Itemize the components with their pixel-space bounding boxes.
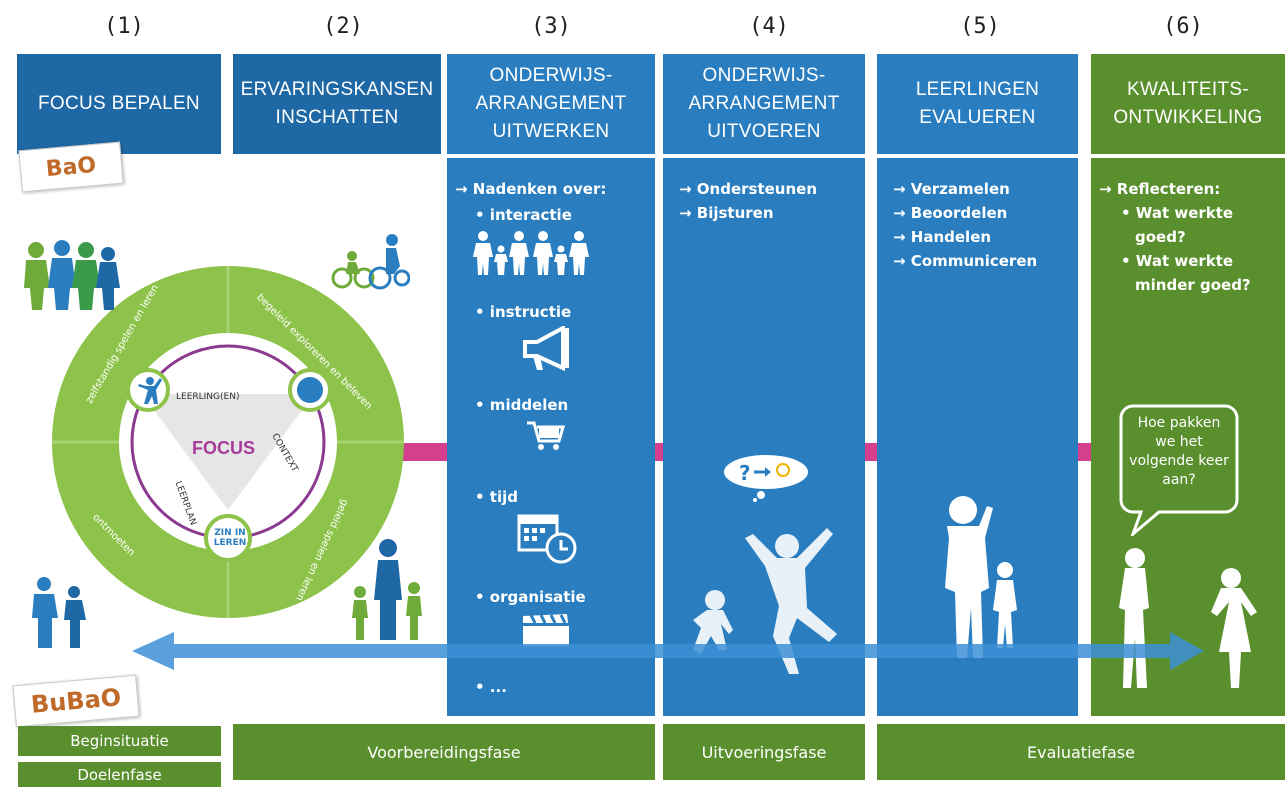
phase-voorbereidingsfase: Voorbereidingsfase	[233, 724, 655, 780]
child-jumping-icon	[138, 377, 162, 404]
col3-item-etc: • ...	[475, 678, 507, 696]
teacher-child-silhouette	[945, 496, 1017, 658]
connector-2	[655, 443, 663, 461]
phase-uitvoeringsfase: Uitvoeringsfase	[663, 724, 865, 780]
megaphone-icon	[523, 326, 569, 372]
phase-doelenfase: Doelenfase	[18, 762, 221, 787]
two-children-icon	[32, 577, 86, 648]
calendar-clock-icon	[517, 514, 577, 564]
col6-item-2b: minder goed?	[1135, 276, 1251, 294]
connector-4	[1078, 443, 1091, 461]
bubao-logo: BuBaO	[12, 674, 140, 728]
col5-item-beoordelen: → Beoordelen	[893, 204, 1008, 222]
phase-beginsituatie: Beginsituatie	[18, 726, 221, 756]
column-kwaliteitsontwikkeling: → Reflecteren: • Wat werkte goed? • Wat …	[1091, 158, 1285, 716]
col6-item-2a: • Wat werkte	[1121, 252, 1234, 270]
playing-children-silhouette	[693, 528, 837, 674]
column-arrangement-uitvoeren: → Ondersteunen → Bijsturen ?	[663, 158, 865, 716]
col4-item-bijsturen: → Bijsturen	[679, 204, 774, 222]
phase-evaluatiefase: Evaluatiefase	[877, 724, 1285, 780]
col6-item-1a: • Wat werkte	[1121, 204, 1234, 222]
family-walking-icon	[352, 539, 422, 640]
col3-item-tijd: • tijd	[475, 488, 519, 506]
children-group-icon	[24, 240, 120, 310]
header-focus-bepalen: FOCUS BEPALEN	[17, 54, 221, 154]
speech-bubble-shape	[1119, 404, 1239, 536]
col3-item-organisatie: • organisatie	[475, 588, 586, 606]
header-kwaliteitsontwikkeling: KWALITEITS- ONTWIKKELING	[1091, 54, 1285, 154]
column-leerlingen-evalueren: → Verzamelen → Beoordelen → Handelen → C…	[877, 158, 1078, 716]
col3-intro: → Nadenken over:	[455, 180, 607, 198]
connector-1	[401, 443, 447, 461]
thought-cloud-icon: ?	[724, 455, 808, 502]
col5-item-verzamelen: → Verzamelen	[893, 180, 1010, 198]
focus-wheel	[52, 266, 404, 618]
svg-text:?: ?	[739, 461, 751, 485]
header-ervaringskansen: ERVARINGSKANSEN INSCHATTEN	[233, 54, 441, 154]
wheel-leerling-label: LEERLING(EN)	[176, 392, 240, 402]
header-leerlingen-evalueren: LEERLINGEN EVALUEREN	[877, 54, 1078, 154]
cyclists-icon	[331, 234, 410, 290]
col6-intro: → Reflecteren:	[1099, 180, 1221, 198]
column-arrangement-uitwerken: → Nadenken over: • interactie • instruct…	[447, 158, 655, 716]
col6-item-1b: goed?	[1135, 228, 1186, 246]
step-number-3: (3)	[531, 14, 571, 39]
col3-item-instructie: • instructie	[475, 303, 572, 321]
clapperboard-icon	[523, 614, 569, 646]
col5-item-handelen: → Handelen	[893, 228, 992, 246]
step-number-6: (6)	[1163, 14, 1203, 39]
step-number-5: (5)	[960, 14, 1000, 39]
step-number-2: (2)	[323, 14, 363, 39]
bao-logo: BaO	[18, 141, 124, 193]
family-icon	[473, 231, 589, 275]
speech-bubble-text: Hoe pakken we het volgende keer aan?	[1129, 415, 1229, 488]
col3-item-interactie: • interactie	[475, 206, 572, 224]
shopping-cart-icon	[527, 421, 565, 450]
wheel-zin-in-leren: ZIN IN LEREN	[213, 528, 247, 548]
step-number-1: (1)	[104, 14, 144, 39]
col4-item-ondersteunen: → Ondersteunen	[679, 180, 818, 198]
col3-item-middelen: • middelen	[475, 396, 569, 414]
connector-3	[865, 443, 877, 461]
double-arrow	[132, 632, 1204, 670]
step-number-4: (4)	[749, 14, 789, 39]
header-arrangement-uitvoeren: ONDERWIJS- ARRANGEMENT UITVOEREN	[663, 54, 865, 154]
col5-item-communiceren: → Communiceren	[893, 252, 1038, 270]
header-arrangement-uitwerken: ONDERWIJS- ARRANGEMENT UITWERKEN	[447, 54, 655, 154]
wheel-center-focus: FOCUS	[192, 438, 255, 458]
